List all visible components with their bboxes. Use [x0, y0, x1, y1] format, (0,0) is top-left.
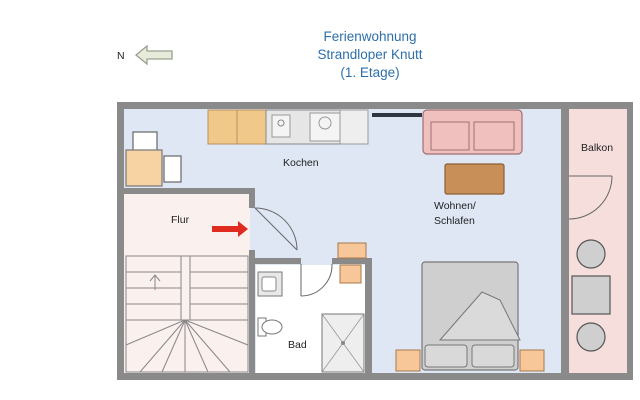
balcony-chair-bottom: [576, 322, 606, 352]
bath-door: [300, 263, 333, 297]
bed: [421, 261, 521, 371]
north-letter: N: [117, 50, 125, 62]
room-label-kitchen: Kochen: [283, 157, 319, 169]
balcony-table: [571, 275, 611, 315]
side-cabinet: [337, 242, 367, 259]
room-label-living-2: Schlafen: [434, 215, 475, 227]
toilet-icon: [257, 317, 283, 337]
balcony-wall-bottom: [561, 222, 569, 380]
title-line-3: (1. Etage): [340, 65, 400, 80]
balcony-door: [568, 175, 613, 220]
bath-right-wall: [365, 258, 372, 380]
room-label-bath: Bad: [288, 339, 307, 351]
hall-right-wall-lower: [249, 250, 255, 380]
hall-top-wall: [117, 188, 255, 194]
north-compass: N: [117, 44, 173, 66]
plan-title: Ferienwohnung Strandloper Knutt (1. Etag…: [300, 28, 440, 82]
north-arrow-icon: [134, 44, 173, 66]
room-label-living-1: Wohnen/: [434, 200, 476, 212]
kitchen-counter: [207, 109, 369, 145]
staircase: [125, 255, 249, 373]
room-label-hall: Flur: [171, 214, 190, 226]
sink-icon: [257, 271, 283, 297]
shower-icon: [321, 313, 365, 373]
dining-set: [125, 131, 182, 187]
title-line-1: Ferienwohnung: [323, 29, 417, 44]
bath-top-wall-left: [249, 258, 301, 264]
room-label-balcony: Balkon: [581, 142, 613, 154]
bath-cabinet: [339, 264, 362, 284]
nightstand-right: [519, 349, 545, 372]
nightstand-left: [395, 349, 421, 372]
balcony-wall-top: [561, 102, 569, 176]
bath-top-wall-right: [332, 258, 372, 264]
coffee-table: [444, 163, 505, 195]
top-window: [372, 113, 422, 117]
entry-arrow-icon: [212, 221, 248, 237]
sofa: [422, 109, 523, 155]
balcony-chair-top: [576, 239, 606, 269]
hall-right-wall-upper: [249, 188, 255, 208]
title-line-2: Strandloper Knutt: [317, 47, 423, 62]
hall-door: [254, 207, 298, 251]
